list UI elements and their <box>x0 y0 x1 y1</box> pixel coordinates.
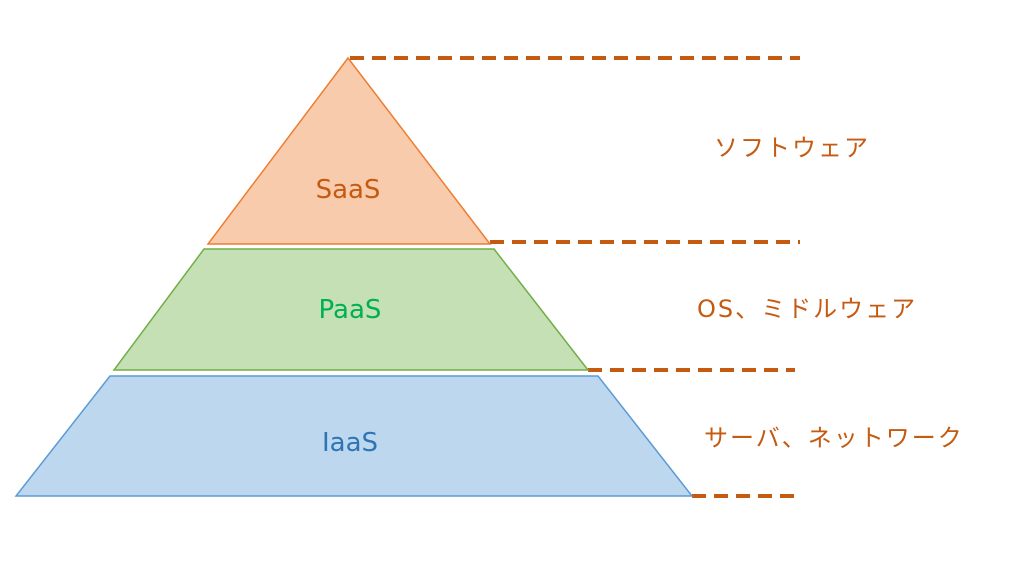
layer-label-server-network: サーバ、ネットワーク <box>704 424 964 452</box>
paas-label: PaaS <box>319 295 382 325</box>
saas-label: SaaS <box>316 175 381 205</box>
iaas-tier <box>14 375 694 497</box>
paas-tier <box>112 248 590 371</box>
iaas-label: IaaS <box>322 428 378 458</box>
boundary-lines <box>350 56 800 498</box>
layer-label-software: ソフトウェア <box>714 134 870 162</box>
layer-label-os-middleware: OS、ミドルウェア <box>697 295 917 323</box>
saas-tier <box>206 56 492 245</box>
